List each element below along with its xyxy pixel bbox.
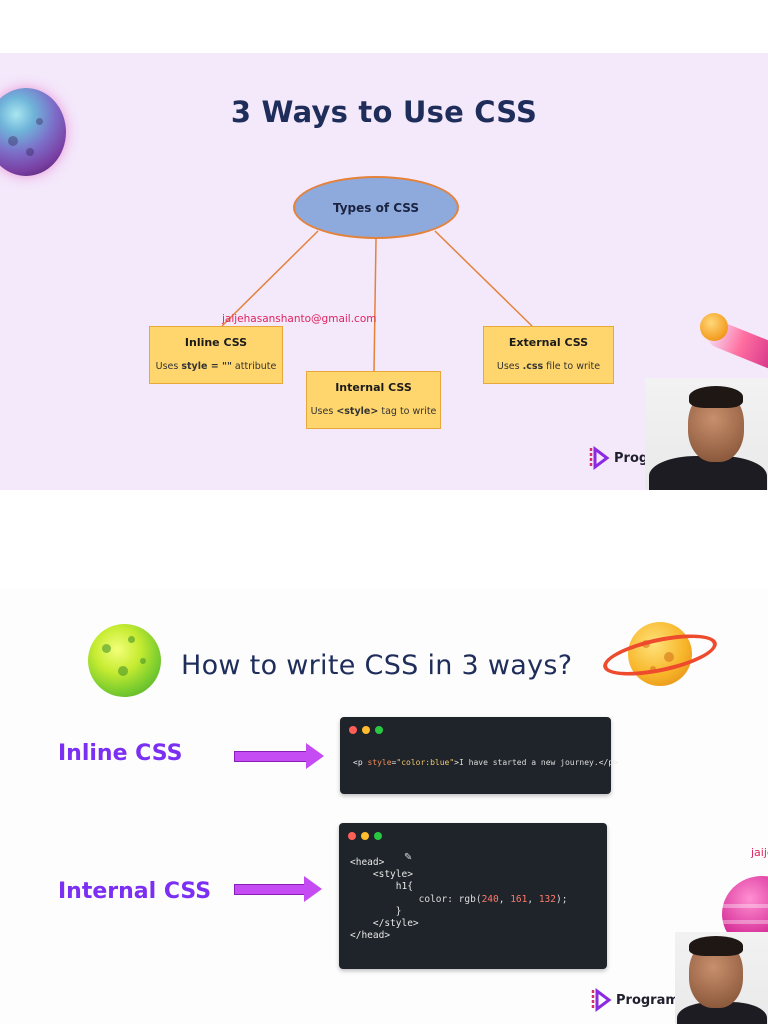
arrow-right-icon bbox=[234, 743, 324, 769]
node-title: External CSS bbox=[484, 336, 613, 349]
node-title: Inline CSS bbox=[150, 336, 282, 349]
node-desc: Uses .css file to write bbox=[484, 361, 613, 372]
internal-code: <head> <style> h1{ color: rgb(240, 161, … bbox=[350, 857, 567, 942]
ringed-planet-icon bbox=[600, 610, 720, 710]
node-desc: Uses <style> tag to write bbox=[307, 406, 440, 417]
presenter-webcam bbox=[675, 932, 768, 1024]
inline-code-block: <p style="color:blue">I have started a n… bbox=[340, 717, 611, 794]
node-title: Internal CSS bbox=[307, 381, 440, 394]
types-of-css-node: Types of CSS bbox=[293, 176, 459, 239]
internal-css-node: Internal CSS Uses <style> tag to write bbox=[306, 371, 441, 429]
programming-hero-logo-icon bbox=[590, 988, 612, 1012]
window-dots-icon bbox=[349, 726, 383, 734]
internal-css-label: Internal CSS bbox=[58, 879, 211, 904]
connector-inline bbox=[222, 231, 318, 326]
slide-3-ways-to-use-css: 3 Ways to Use CSS Types of CSS jaijehasa… bbox=[0, 53, 768, 490]
comet-icon bbox=[700, 311, 768, 361]
inline-css-node: Inline CSS Uses style = "" attribute bbox=[149, 326, 283, 384]
mouse-cursor-icon: ✎ bbox=[404, 852, 412, 863]
presenter-webcam bbox=[645, 378, 768, 490]
connector-external bbox=[435, 231, 532, 326]
external-css-node: External CSS Uses .css file to write bbox=[483, 326, 614, 384]
slide-title: How to write CSS in 3 ways? bbox=[181, 650, 572, 681]
internal-code-block: <head> <style> h1{ color: rgb(240, 161, … bbox=[339, 823, 607, 969]
slide-how-to-write-css: How to write CSS in 3 ways? Inline CSS <… bbox=[0, 588, 768, 1024]
window-dots-icon bbox=[348, 832, 382, 840]
watermark-email: jaijehasanshanto@gmail.com bbox=[222, 313, 376, 325]
watermark-email: jaije bbox=[751, 846, 768, 859]
inline-code: <p style="color:blue">I have started a n… bbox=[353, 758, 618, 767]
inline-css-label: Inline CSS bbox=[58, 741, 182, 766]
arrow-right-icon bbox=[234, 876, 324, 902]
green-planet-icon bbox=[88, 624, 161, 697]
node-desc: Uses style = "" attribute bbox=[150, 361, 282, 372]
connector-internal bbox=[374, 239, 376, 371]
programming-hero-logo-icon bbox=[588, 446, 610, 470]
